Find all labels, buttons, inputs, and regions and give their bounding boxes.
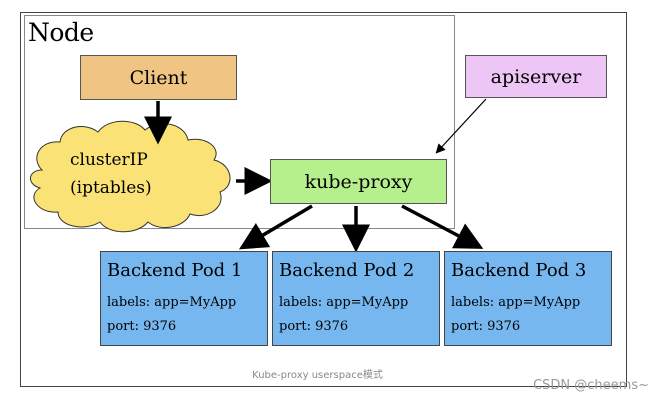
cluster-ip-cloud [30, 120, 231, 233]
client-box: Client [80, 55, 237, 100]
arrow-kube-proxy-to-pod-3 [401, 204, 484, 249]
backend-pod-2: Backend Pod 2 labels: app=MyApp port: 93… [272, 251, 440, 346]
pod-port: port: 9376 [107, 319, 177, 334]
pod-port: port: 9376 [279, 319, 349, 334]
pod-title: Backend Pod 1 [107, 260, 243, 281]
iptables-label: (iptables) [70, 178, 152, 198]
pod-labels: labels: app=MyApp [451, 295, 581, 310]
pod-labels: labels: app=MyApp [107, 295, 237, 310]
figure-caption: Kube-proxy userspace模式 [252, 370, 383, 381]
arrow-kube-proxy-to-pod-1 [238, 204, 313, 250]
cluster-ip-text: clusterIP (iptables) [70, 146, 152, 202]
pod-port: port: 9376 [451, 319, 521, 334]
pod-title: Backend Pod 2 [279, 260, 415, 281]
kube-proxy-box: kube-proxy [270, 159, 447, 204]
figure-frame [20, 12, 627, 387]
node-label: Node [28, 18, 94, 47]
csdn-watermark: CSDN @cheems~ [533, 378, 649, 393]
kube-proxy-label: kube-proxy [304, 170, 413, 193]
client-label: Client [129, 66, 188, 89]
cluster-ip-label: clusterIP [70, 150, 148, 170]
pod-labels: labels: app=MyApp [279, 295, 409, 310]
apiserver-label: apiserver [490, 65, 582, 88]
pod-title: Backend Pod 3 [451, 260, 587, 281]
backend-pod-3: Backend Pod 3 labels: app=MyApp port: 93… [444, 251, 612, 346]
apiserver-box: apiserver [465, 55, 607, 98]
backend-pod-1: Backend Pod 1 labels: app=MyApp port: 93… [100, 251, 268, 346]
arrow-apiserver-to-kube-proxy [435, 98, 487, 154]
